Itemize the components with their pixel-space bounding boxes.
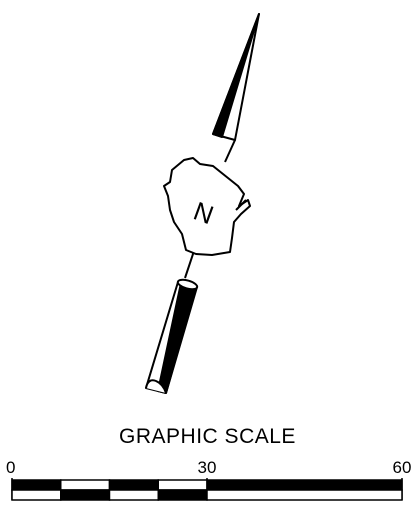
scale-segment-top-3 [157,479,208,491]
north-arrow-icon [145,13,260,394]
scale-bar [11,478,403,501]
scale-segment-bottom-3 [157,489,208,501]
scale-segment-bottom-2 [108,489,159,501]
north-arrow: N [145,13,260,394]
scale-segment-bottom-4 [206,489,403,501]
scale-segment-bottom-1 [60,489,111,501]
scale-tick-label: 60 [392,458,412,477]
scale-tick-label: 0 [6,458,16,477]
scale-segment-top-4 [206,479,403,491]
wisconsin-state-outline-icon [163,157,251,256]
scale-tick-label: 30 [197,458,217,477]
scale-segment-bottom-0 [11,489,62,501]
scale-segment-top-2 [108,479,159,491]
graphic-scale-title: GRAPHIC SCALE [119,425,296,448]
scale-segment-top-1 [60,479,111,491]
scale-segment-top-0 [11,479,62,491]
